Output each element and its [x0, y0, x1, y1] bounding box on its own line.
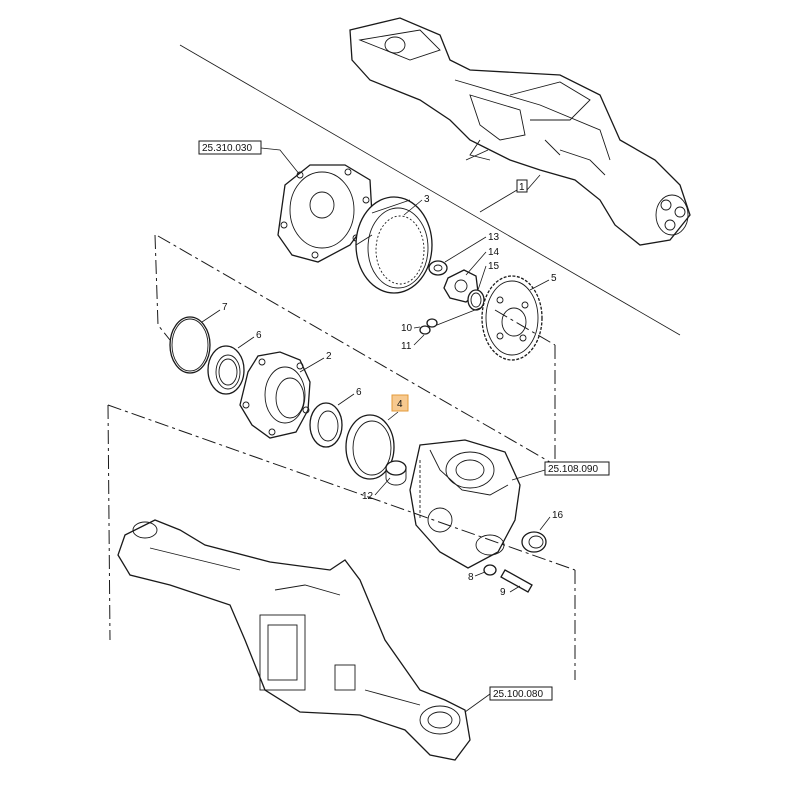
nut-part-8[interactable]	[483, 564, 497, 576]
o-ring-part-7[interactable]	[169, 316, 211, 374]
axle-beam-part[interactable]	[117, 519, 471, 761]
callout-16[interactable]: 16	[552, 510, 564, 521]
shim-part-15[interactable]	[467, 289, 485, 311]
washer-part-11[interactable]	[419, 325, 431, 335]
snap-ring-part-13[interactable]	[428, 260, 448, 276]
seal-part-16[interactable]	[521, 531, 547, 553]
axle-ref-box[interactable]	[516, 179, 528, 193]
bearing-part-6-left[interactable]	[207, 345, 245, 395]
callout-10[interactable]: 10	[401, 323, 413, 334]
ref-box-steering-knuckle[interactable]	[544, 461, 610, 476]
callout-6-bottom[interactable]: 6	[356, 387, 362, 398]
highlight-box-4[interactable]	[391, 394, 409, 412]
callout-7[interactable]: 7	[222, 302, 228, 313]
section-divider-line	[179, 44, 681, 336]
callout-6-top[interactable]: 6	[256, 330, 262, 341]
callout-2[interactable]: 2	[326, 351, 332, 362]
callout-5[interactable]: 5	[551, 273, 557, 284]
axle-beam-frame	[107, 404, 576, 571]
axle-assembly-illustration[interactable]	[349, 17, 691, 246]
ref-box-final-drive-housing[interactable]	[198, 140, 262, 155]
callout-15[interactable]: 15	[488, 261, 500, 272]
ref-box-axle-beam[interactable]	[489, 686, 553, 701]
callout-8[interactable]: 8	[468, 572, 474, 583]
callout-4[interactable]: 4	[397, 399, 403, 410]
callout-11[interactable]: 11	[401, 341, 412, 352]
planet-carrier-gear-part[interactable]	[481, 275, 543, 361]
hub-group-frame	[154, 234, 171, 341]
seal-ring-part-4[interactable]	[345, 414, 395, 480]
bolt-part-10[interactable]	[426, 318, 438, 328]
wheel-hub-part-2[interactable]	[239, 351, 311, 439]
steering-knuckle-part[interactable]	[409, 439, 521, 569]
ring-gear-part[interactable]	[355, 196, 433, 294]
callout-3[interactable]: 3	[424, 194, 430, 205]
ref-label-final-drive-housing: 25.310.030	[202, 143, 252, 154]
ref-label-steering-knuckle: 25.108.090	[548, 464, 598, 475]
ref-label-axle-beam: 25.100.080	[493, 689, 543, 700]
callout-14[interactable]: 14	[488, 247, 500, 258]
bushing-part-12[interactable]	[385, 460, 407, 486]
bearing-part-6-right[interactable]	[309, 402, 343, 448]
axle-ref-marker: 1	[519, 182, 525, 193]
callout-13[interactable]: 13	[488, 232, 500, 243]
callout-9[interactable]: 9	[500, 587, 506, 598]
pin-part-9[interactable]	[500, 569, 533, 593]
